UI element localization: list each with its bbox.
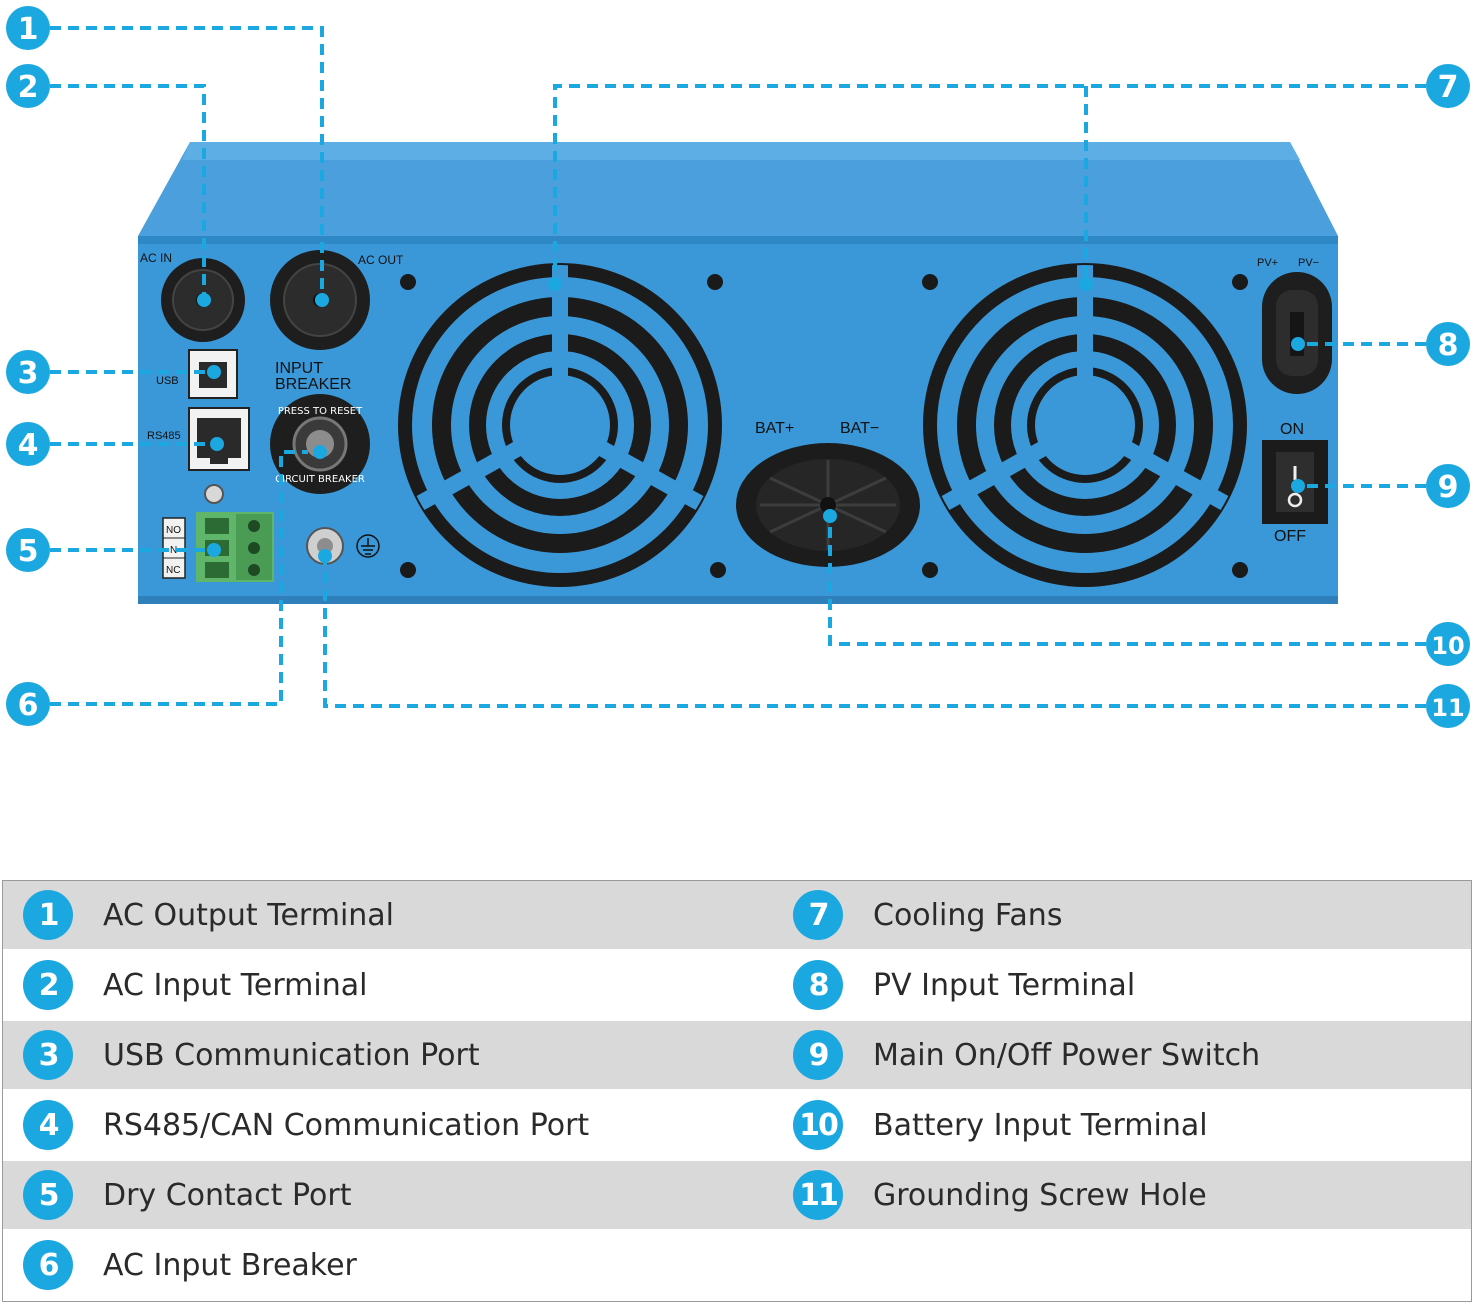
callout-6: 6 [6,682,50,726]
legend-item-8: 8 PV Input Terminal [793,949,1135,1021]
callout-1: 1 [6,6,50,50]
pv-plus-label: PV+ [1257,257,1278,269]
legend-badge: 8 [793,960,843,1010]
svg-text:5: 5 [18,534,39,569]
legend-item-7: 7 Cooling Fans [793,881,1062,949]
ac-out-label: AC OUT [358,253,404,267]
rs485-label: RS485 [147,430,181,442]
legend-badge: 1 [23,890,73,940]
callout-5: 5 [6,528,50,572]
input-breaker-label-line2: BREAKER [275,376,351,393]
legend-row: 3 USB Communication Port 9 Main On/Off P… [3,1021,1471,1089]
callout-2: 2 [6,64,50,108]
ground-symbol-icon [356,534,380,558]
legend-item-10: 10 Battery Input Terminal [793,1089,1208,1161]
legend-item-3: 3 USB Communication Port [23,1021,480,1089]
legend-badge: 4 [23,1100,73,1150]
callout-8: 8 [1426,322,1470,366]
legend-label: Grounding Screw Hole [873,1177,1207,1213]
leader-lines [50,26,1426,708]
legend-row: 5 Dry Contact Port 11 Grounding Screw Ho… [3,1161,1471,1229]
callout-10: 10 [1426,622,1470,666]
rs485-port [188,407,250,471]
svg-text:11: 11 [1431,694,1464,722]
inverter-rear-panel-diagram: AC IN AC OUT USB RS485 INPUT BREAKER PRE… [6,6,1470,728]
legend-badge: 7 [793,890,843,940]
legend-badge: 9 [793,1030,843,1080]
callout-11: 11 [1426,684,1470,728]
legend-row: 4 RS485/CAN Communication Port 10 Batter… [3,1089,1471,1161]
breaker-ring-bottom: CIRCUIT BREAKER [275,474,365,485]
bat-plus-label: BAT+ [755,420,794,437]
svg-text:9: 9 [1438,470,1459,505]
legend-item-4: 4 RS485/CAN Communication Port [23,1089,589,1161]
callout-4: 4 [6,422,50,466]
legend-item-1: 1 AC Output Terminal [23,881,394,949]
legend-label: AC Input Breaker [103,1247,357,1283]
breaker-ring-top: PRESS TO RESET [278,406,363,417]
svg-text:4: 4 [18,428,39,463]
legend-item-5: 5 Dry Contact Port [23,1161,351,1229]
nc-label: NC [166,565,180,576]
legend-label: Battery Input Terminal [873,1107,1208,1143]
legend-badge: 11 [793,1170,843,1220]
legend-label: Cooling Fans [873,897,1063,933]
legend-row: 2 AC Input Terminal 8 PV Input Terminal [3,949,1471,1021]
pv-input-terminal [1262,272,1332,394]
legend-badge: 3 [23,1030,73,1080]
svg-text:8: 8 [1438,328,1459,363]
legend-item-2: 2 AC Input Terminal [23,949,367,1021]
legend-badge: 6 [23,1240,73,1290]
svg-text:6: 6 [18,688,39,723]
legend-item-6: 6 AC Input Breaker [23,1229,357,1301]
legend-badge: 5 [23,1170,73,1220]
legend-label: AC Input Terminal [103,967,368,1003]
fan-screws [400,274,1248,578]
switch-off-label: OFF [1274,528,1306,545]
no-label: NO [166,525,181,536]
legend-badge: 2 [23,960,73,1010]
legend-badge: 10 [793,1100,843,1150]
callout-3: 3 [6,350,50,394]
legend-row: 6 AC Input Breaker [3,1229,1471,1301]
ac-in-label: AC IN [140,251,172,265]
usb-label: USB [156,375,179,387]
svg-text:3: 3 [18,356,39,391]
battery-input-terminal [736,443,920,567]
legend-label: USB Communication Port [103,1037,480,1073]
svg-text:7: 7 [1438,70,1459,105]
cooling-fan-right [923,263,1247,587]
bat-minus-label: BAT− [840,420,879,437]
legend-item-11: 11 Grounding Screw Hole [793,1161,1207,1229]
svg-text:2: 2 [18,70,39,105]
legend-item-9: 9 Main On/Off Power Switch [793,1021,1260,1089]
legend-label: PV Input Terminal [873,967,1136,1003]
callout-9: 9 [1426,464,1470,508]
legend-label: AC Output Terminal [103,897,395,933]
legend-table: 1 AC Output Terminal 7 Cooling Fans 2 AC… [2,880,1472,1302]
leader-end-dots [197,277,1305,563]
switch-on-label: ON [1280,421,1304,438]
input-breaker-label-line1: INPUT [275,360,323,377]
pv-minus-label: PV− [1298,257,1319,269]
legend-label: Dry Contact Port [103,1177,352,1213]
callout-7: 7 [1426,64,1470,108]
legend-label: Main On/Off Power Switch [873,1037,1261,1073]
legend-label: RS485/CAN Communication Port [103,1107,590,1143]
n-label: N [170,545,177,556]
svg-text:1: 1 [18,12,39,47]
input-breaker: PRESS TO RESET CIRCUIT BREAKER [270,394,370,494]
svg-text:10: 10 [1431,632,1464,660]
legend-row: 1 AC Output Terminal 7 Cooling Fans [3,881,1471,949]
